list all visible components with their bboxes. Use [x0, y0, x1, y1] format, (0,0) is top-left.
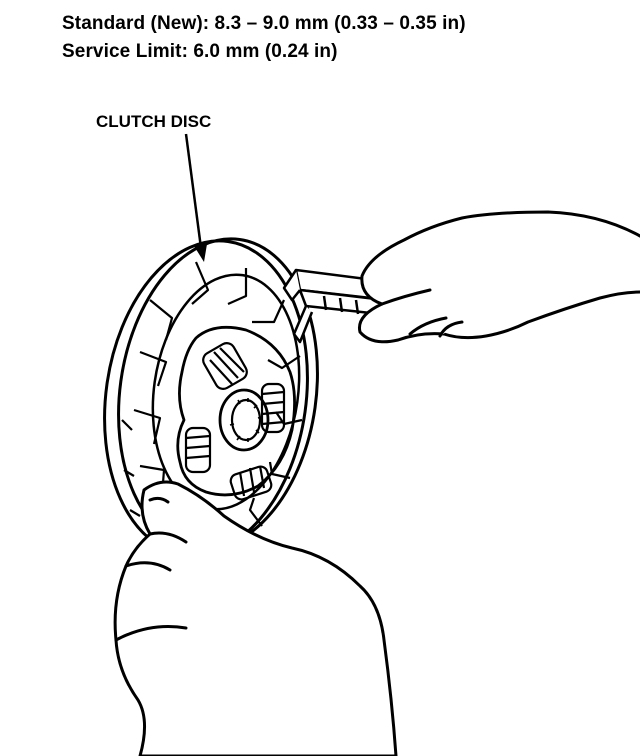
standard-spec: Standard (New): 8.3 – 9.0 mm (0.33 – 0.3…	[62, 13, 466, 34]
hub-plate	[176, 325, 296, 497]
service-limit-spec: Service Limit: 6.0 mm (0.24 in)	[62, 41, 338, 62]
lower-hand	[113, 480, 398, 756]
damper-springs	[184, 342, 286, 501]
splined-hub-outer	[218, 388, 270, 452]
hub-splines	[229, 398, 263, 442]
upper-hand	[357, 210, 640, 344]
caliper-tool	[282, 268, 392, 344]
spec-block: Standard (New): 8.3 – 9.0 mm (0.33 – 0.3…	[62, 10, 466, 66]
splined-hub-inner	[230, 398, 262, 442]
clutch-disc-label: CLUTCH DISC	[96, 112, 212, 131]
